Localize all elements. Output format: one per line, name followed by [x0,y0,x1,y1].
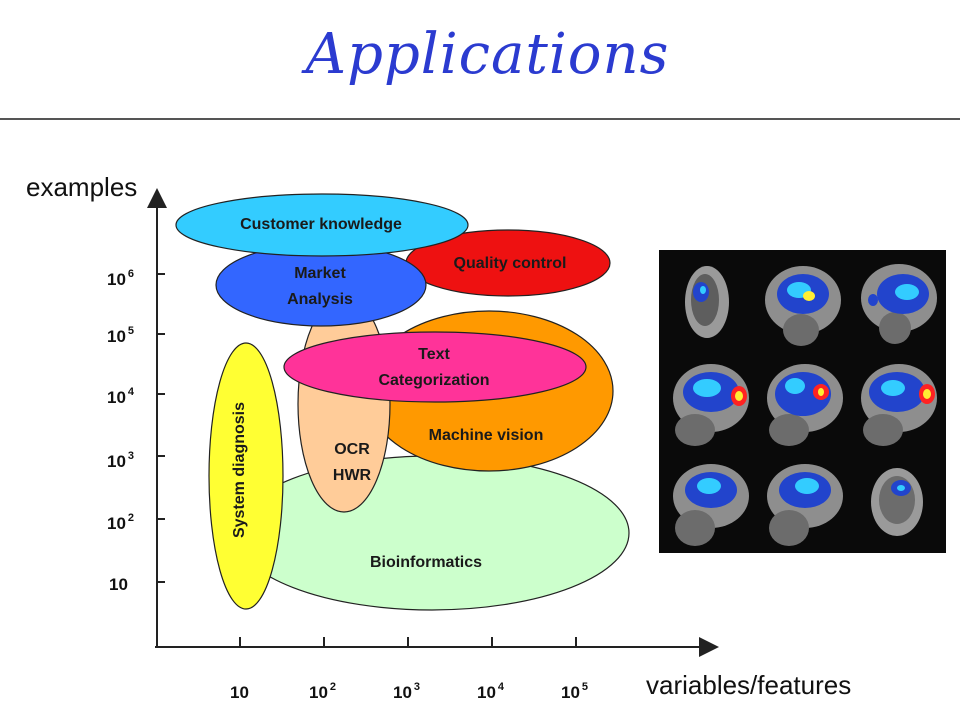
brain-scan-thumbnail [861,364,937,446]
customer-knowledge-region [175,193,469,257]
system-diagnosis-region [208,342,284,610]
text-categorization-region [283,331,587,403]
machine-vision-label: Machine vision [428,427,544,444]
bioinformatics-region [234,455,630,611]
y-axis-ticks [157,273,165,583]
title-divider [0,118,960,120]
brain-scan-thumbnail [767,464,843,546]
y-axis-title: examples [26,172,138,202]
quality-control-label: Quality control [453,255,567,272]
y-tick-label: 10 [109,575,128,594]
brain-scan-thumbnail [765,266,841,346]
brain-scan-thumbnail [673,464,749,546]
bioinformatics-label: Bioinformatics [369,554,483,571]
x-axis-title: variables/features [646,670,852,700]
brain-scan-thumbnail [673,364,749,446]
customer-knowledge-label: Customer knowledge [240,216,402,233]
brain-scan-thumbnail [861,264,937,344]
brain-scan-image [659,250,946,553]
x-axis-ticks [239,637,577,647]
slide-title: Applications [305,22,670,87]
brain-scan-thumbnail [767,364,843,446]
brain-scan-thumbnail [685,266,729,338]
system-diagnosis-label: System diagnosis [231,401,248,539]
x-tick-label: 10 [230,683,249,702]
brain-scan-thumbnail [871,468,923,536]
